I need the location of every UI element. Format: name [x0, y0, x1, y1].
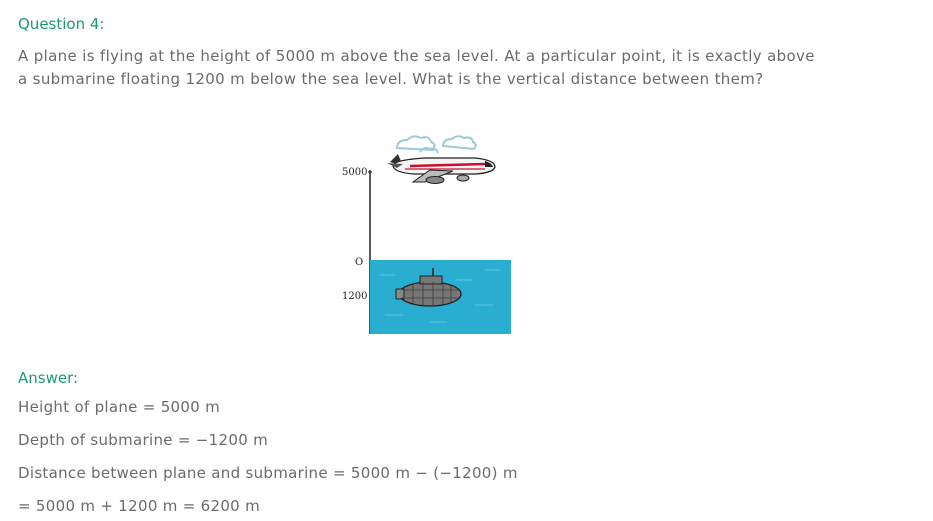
answer-heading: Answer:: [18, 369, 79, 387]
answer-line-2: Depth of submarine = −1200 m: [18, 431, 269, 449]
airplane-icon: [387, 154, 496, 184]
question-heading: Question 4:: [18, 15, 105, 33]
answer-line-4: = 5000 m + 1200 m = 6200 m: [18, 497, 261, 515]
answer-line-3: Distance between plane and submarine = 5…: [18, 464, 518, 482]
label-1200: 1200: [342, 291, 367, 302]
label-5000: 5000: [342, 167, 367, 178]
cloud-icon: [395, 135, 477, 154]
plane-submarine-figure: 5000 O 1200: [335, 130, 525, 340]
question-text: A plane is flying at the height of 5000 …: [18, 47, 815, 88]
answer-line-1: Height of plane = 5000 m: [18, 398, 221, 416]
label-zero: O: [355, 257, 363, 268]
submarine-icon: [395, 268, 462, 307]
